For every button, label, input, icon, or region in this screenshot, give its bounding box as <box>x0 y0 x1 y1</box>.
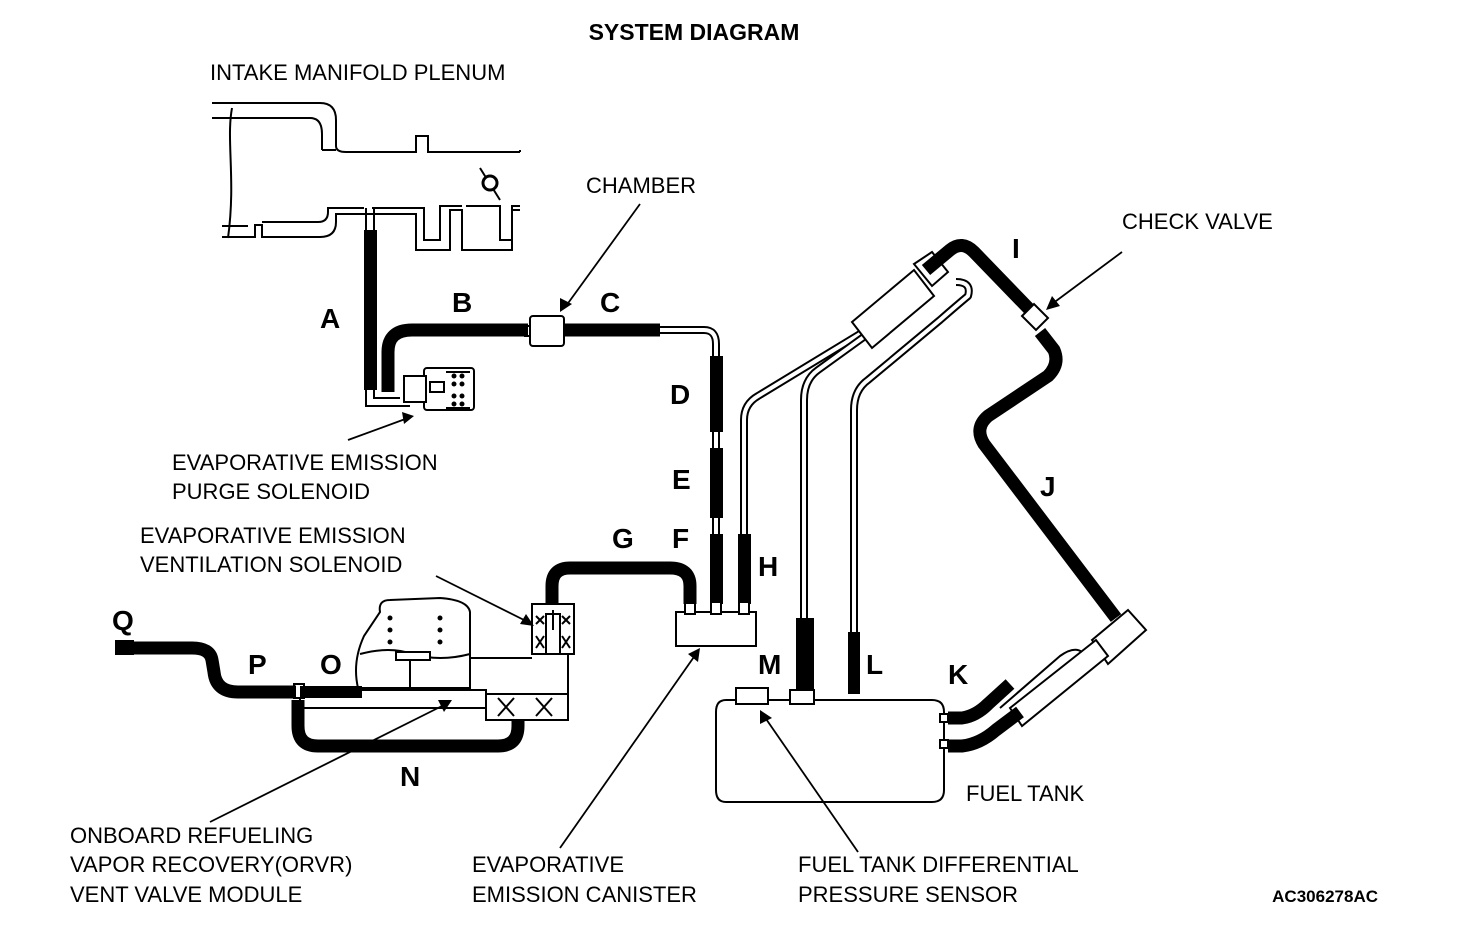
hose-g <box>545 561 697 604</box>
letter-g: G <box>612 523 634 554</box>
label-check-valve: CHECK VALVE <box>1122 209 1273 234</box>
diagram-title: SYSTEM DIAGRAM <box>589 19 800 45</box>
label-purge-solenoid-line2: PURGE SOLENOID <box>172 479 370 504</box>
label-vent-solenoid-line2: VENTILATION SOLENOID <box>140 552 402 577</box>
hose-o <box>300 686 362 698</box>
letter-i: I <box>1012 233 1020 264</box>
label-sensor-line2: PRESSURE SENSOR <box>798 882 1018 907</box>
hose-i <box>921 239 1037 317</box>
letter-n: N <box>400 761 420 792</box>
label-vent-solenoid-line1: EVAPORATIVE EMISSION <box>140 523 406 548</box>
intake-manifold-plenum <box>212 102 521 251</box>
fuel-tank <box>715 687 949 803</box>
leader-lines <box>209 203 1123 853</box>
check-valve <box>1020 302 1050 332</box>
letter-a: A <box>320 303 340 334</box>
label-canister-line1: EVAPORATIVE <box>472 852 624 877</box>
letter-d: D <box>670 379 690 410</box>
letter-k: K <box>948 659 968 690</box>
label-sensor-line1: FUEL TANK DIFFERENTIAL <box>798 852 1079 877</box>
hose-e <box>710 448 723 518</box>
hose-k <box>948 679 1015 725</box>
lower-separator <box>999 608 1148 728</box>
letter-p: P <box>248 649 267 680</box>
hose-b <box>381 323 528 392</box>
reference-code: AC306278AC <box>1272 887 1378 906</box>
throttle-valve-icon <box>479 167 501 201</box>
label-orvr-line1: ONBOARD REFUELING <box>70 823 313 848</box>
letter-m: M <box>758 649 781 680</box>
label-fuel-tank: FUEL TANK <box>966 781 1085 806</box>
letter-l: L <box>866 649 883 680</box>
letter-o: O <box>320 649 342 680</box>
hose-p <box>134 641 296 699</box>
letter-h: H <box>758 551 778 582</box>
letter-b: B <box>452 287 472 318</box>
fuel-tank-differential-pressure-sensor <box>735 687 769 705</box>
hose-f <box>710 534 723 604</box>
label-purge-solenoid-line1: EVAPORATIVE EMISSION <box>172 450 438 475</box>
hose-h <box>738 534 751 604</box>
letter-e: E <box>672 464 691 495</box>
letter-f: F <box>672 523 689 554</box>
label-intake-manifold-plenum: INTAKE MANIFOLD PLENUM <box>210 60 505 85</box>
hose-d <box>710 356 723 432</box>
label-orvr-line3: VENT VALVE MODULE <box>70 882 302 907</box>
chamber <box>529 315 565 347</box>
letter-j: J <box>1040 471 1056 502</box>
label-canister-line2: EMISSION CANISTER <box>472 882 697 907</box>
hose-q <box>116 640 134 655</box>
hose-n <box>291 700 525 753</box>
label-orvr-line2: VAPOR RECOVERY(ORVR) <box>70 852 352 877</box>
label-chamber: CHAMBER <box>586 173 696 198</box>
hose-j <box>973 328 1122 622</box>
ventilation-solenoid <box>531 603 575 655</box>
hose-m <box>796 618 814 690</box>
hose-a <box>364 230 377 390</box>
evaporative-emission-canister <box>675 601 757 647</box>
letter-c: C <box>600 287 620 318</box>
letter-q: Q <box>112 605 134 636</box>
purge-solenoid <box>403 367 475 411</box>
hose-l <box>848 632 860 694</box>
